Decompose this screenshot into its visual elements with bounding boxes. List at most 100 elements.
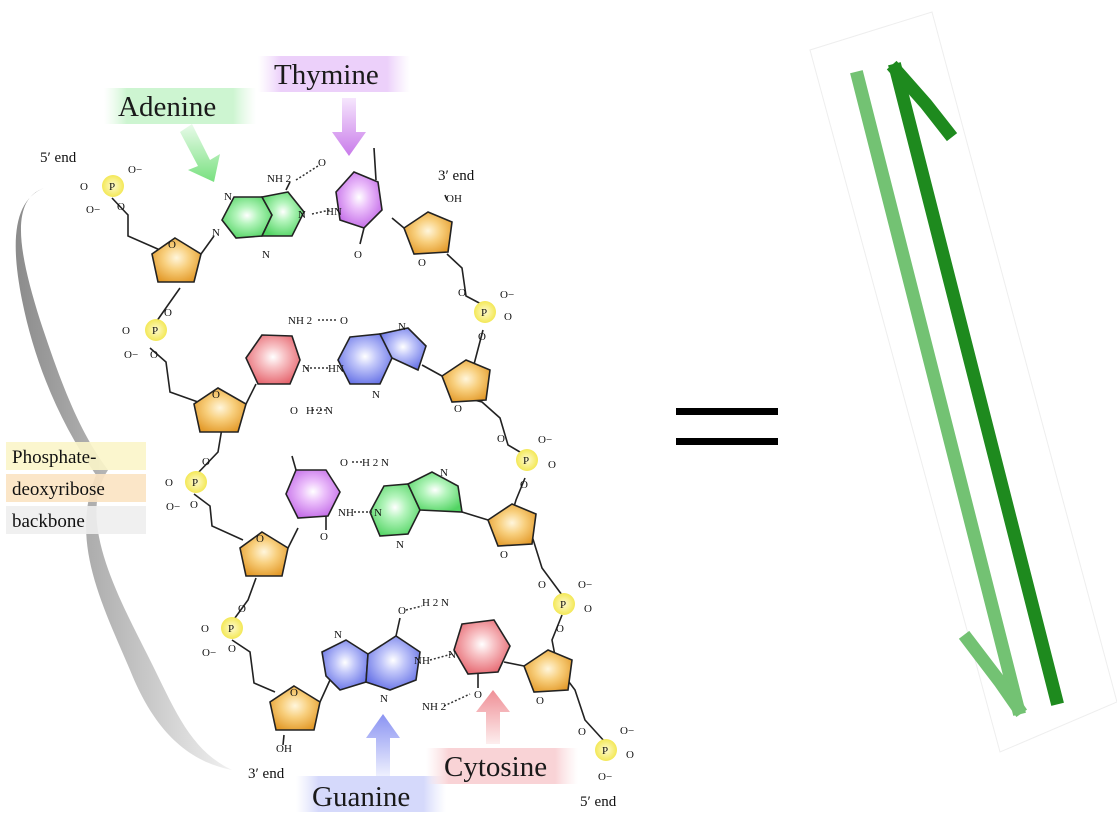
cytosine-label: Cytosine (444, 751, 547, 783)
svg-text:O: O (202, 456, 210, 468)
phosphate-4: P O O O− O (201, 603, 246, 659)
svg-text:O: O (256, 533, 264, 545)
label-5prime-top: 5′ end (40, 150, 77, 166)
svg-text:O: O (520, 479, 528, 491)
adenine-ring-4 (406, 471, 463, 513)
svg-text:O: O (80, 181, 88, 193)
thymine-ring (335, 171, 383, 229)
svg-text:P: P (523, 455, 529, 467)
svg-text:O−: O− (578, 579, 592, 591)
svg-text:P: P (228, 623, 234, 635)
svg-text:O: O (165, 477, 173, 489)
svg-text:O: O (474, 689, 482, 701)
svg-text:N: N (212, 227, 220, 239)
svg-text:O: O (320, 531, 328, 543)
svg-text:O: O (584, 603, 592, 615)
svg-text:N: N (224, 191, 232, 203)
phosphate-2: P O O O− O (122, 307, 172, 361)
strand-dark (886, 60, 1064, 706)
adenine-label: Adenine (118, 91, 216, 123)
glycosidic-bonds (200, 217, 525, 703)
sugar-8 (523, 649, 573, 693)
simplified-double-strand (809, 11, 1117, 753)
svg-text:N: N (262, 249, 270, 261)
svg-text:OH: OH (446, 193, 462, 205)
backbone-label: Phosphate- deoxyribose backbone (6, 442, 146, 534)
svg-text:O: O (500, 549, 508, 561)
cytosine-ring-2 (453, 619, 511, 675)
svg-text:O: O (538, 579, 546, 591)
base-pair-adenine-thymine: NH 2 O N HN N N N O (212, 147, 383, 261)
svg-text:O: O (340, 315, 348, 327)
svg-text:NH 2: NH 2 (267, 173, 291, 185)
svg-text:O: O (398, 605, 406, 617)
thymine-ring-2 (285, 469, 341, 519)
sugar-2 (193, 387, 247, 433)
sugar-3 (239, 531, 289, 577)
svg-text:O: O (150, 349, 158, 361)
svg-text:O−: O− (128, 164, 142, 176)
svg-text:N: N (302, 363, 310, 375)
svg-text:N: N (372, 389, 380, 401)
svg-text:O−: O− (500, 289, 514, 301)
svg-text:N: N (334, 629, 342, 641)
svg-text:N: N (374, 507, 382, 519)
label-5prime-bottom: 5′ end (580, 794, 617, 810)
svg-text:O: O (418, 257, 426, 269)
svg-text:O: O (504, 311, 512, 323)
sugar-4 (269, 685, 321, 731)
svg-text:H 2 N: H 2 N (306, 405, 333, 417)
svg-text:O−: O− (202, 647, 216, 659)
cytosine-callout: Cytosine (426, 690, 578, 784)
base-pair-thymine-adenine: O H 2 N NH N O N N (285, 455, 463, 551)
strand-light (850, 70, 1028, 718)
svg-text:HN: HN (328, 363, 344, 375)
sugar-5 (403, 211, 453, 255)
svg-text:H 2 N: H 2 N (422, 597, 449, 609)
guanine-ring-2 (378, 327, 427, 372)
sugar-6 (441, 359, 491, 403)
svg-text:N: N (396, 539, 404, 551)
svg-text:O−: O− (598, 771, 612, 783)
svg-text:O: O (228, 643, 236, 655)
phosphate-5: P O O− O O (458, 287, 514, 343)
svg-text:H 2 N: H 2 N (362, 457, 389, 469)
phosphate-1: P O O− O− O (80, 164, 142, 216)
svg-text:O: O (212, 389, 220, 401)
svg-text:deoxyribose: deoxyribose (12, 479, 105, 500)
thymine-callout: Thymine (258, 56, 410, 156)
svg-text:O−: O− (538, 434, 552, 446)
equals-sign: = (676, 408, 778, 445)
svg-text:O−: O− (620, 725, 634, 737)
svg-text:O−: O− (86, 204, 100, 216)
svg-text:O−: O− (166, 501, 180, 513)
svg-text:O: O (117, 201, 125, 213)
svg-text:P: P (481, 307, 487, 319)
svg-text:O: O (201, 623, 209, 635)
thymine-label: Thymine (274, 59, 379, 91)
svg-text:O: O (340, 457, 348, 469)
svg-text:O: O (536, 695, 544, 707)
guanine-label: Guanine (312, 781, 410, 813)
svg-text:O: O (190, 499, 198, 511)
backbone-brace (15, 188, 233, 770)
svg-text:O: O (454, 403, 462, 415)
guanine-ring-4 (365, 635, 421, 691)
svg-text:NH: NH (338, 507, 354, 519)
svg-text:O: O (478, 331, 486, 343)
phosphate-6: P O O− O O (497, 433, 556, 491)
svg-text:O: O (164, 307, 172, 319)
thymine-arrow (332, 98, 366, 156)
sugar-atoms: O O O O O O O O OH OH (168, 193, 544, 755)
svg-text:P: P (152, 325, 158, 337)
svg-text:O−: O− (124, 349, 138, 361)
svg-text:O: O (548, 459, 556, 471)
svg-text:P: P (192, 477, 198, 489)
svg-text:OH: OH (276, 743, 292, 755)
svg-text:P: P (109, 181, 115, 193)
svg-text:O: O (238, 603, 246, 615)
svg-text:O: O (497, 433, 505, 445)
adenine-ring-2 (260, 191, 305, 237)
svg-text:N: N (398, 321, 406, 333)
